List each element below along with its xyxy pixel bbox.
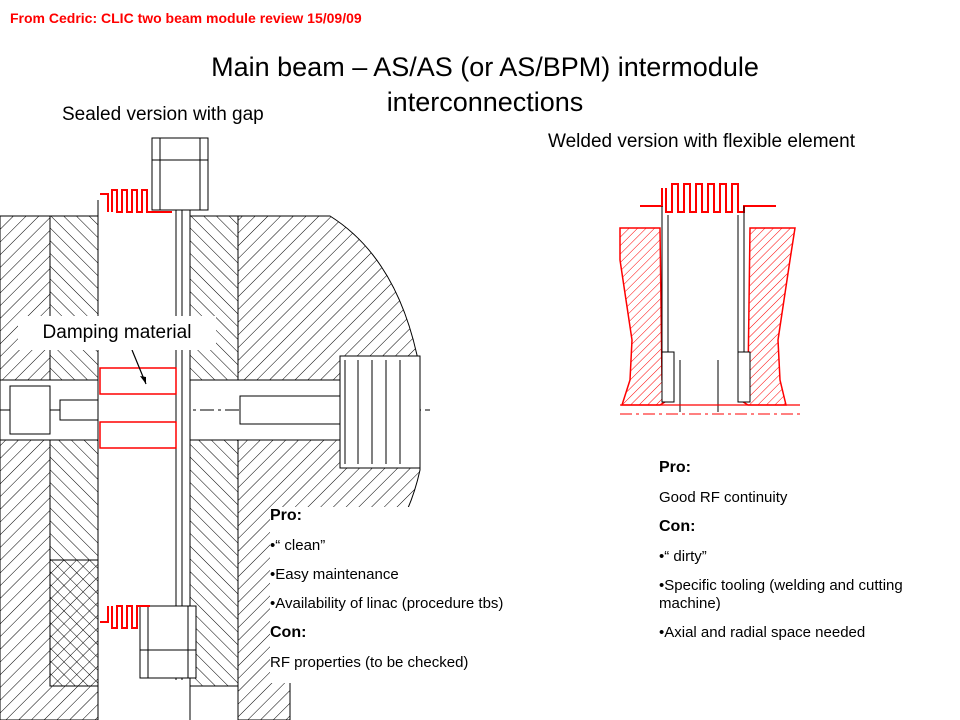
title-line-2: interconnections bbox=[386, 87, 584, 117]
sealed-version-pros-cons: Pro: •“ clean” •Easy maintenance •Availa… bbox=[270, 507, 590, 683]
con-item: •“ dirty” bbox=[659, 548, 707, 565]
header-note: From Cedric: CLIC two beam module review… bbox=[10, 10, 362, 26]
damping-material-callout: Damping material bbox=[18, 316, 216, 350]
welded-left-body bbox=[619, 227, 669, 406]
right-flange bbox=[189, 215, 239, 687]
slide-title: Main beam – AS/AS (or AS/BPM) intermodul… bbox=[120, 50, 850, 120]
pro-item: Good RF continuity bbox=[659, 489, 788, 506]
con-item: RF properties (to be checked) bbox=[270, 654, 469, 671]
con-heading: Con: bbox=[270, 624, 307, 641]
flexible-bellows bbox=[640, 183, 776, 213]
con-item: •Axial and radial space needed bbox=[659, 624, 866, 641]
welded-version-drawing bbox=[619, 183, 800, 415]
bottom-seal-bellows bbox=[100, 605, 150, 629]
pro-item: •Availability of linac (procedure tbs) bbox=[270, 595, 504, 612]
damping-material-top bbox=[99, 367, 177, 395]
top-clamp bbox=[151, 137, 209, 211]
con-item: •Specific tooling (welding and cutting m… bbox=[659, 577, 903, 612]
pro-item: •Easy maintenance bbox=[270, 566, 399, 583]
welded-version-caption: Welded version with flexible element bbox=[548, 131, 855, 152]
pro-item: •“ clean” bbox=[270, 537, 326, 554]
damping-material-bottom bbox=[99, 421, 177, 449]
top-seal-bellows bbox=[100, 189, 172, 213]
bottom-clamp bbox=[139, 605, 197, 679]
sealed-version-caption: Sealed version with gap bbox=[62, 104, 264, 125]
left-flange bbox=[49, 215, 99, 687]
title-line-1: Main beam – AS/AS (or AS/BPM) intermodul… bbox=[211, 52, 759, 82]
welded-version-pros-cons: Pro: Good RF continuity Con: •“ dirty” •… bbox=[659, 459, 939, 653]
pro-heading: Pro: bbox=[270, 507, 302, 524]
pro-heading: Pro: bbox=[659, 459, 691, 476]
con-heading: Con: bbox=[659, 518, 696, 535]
